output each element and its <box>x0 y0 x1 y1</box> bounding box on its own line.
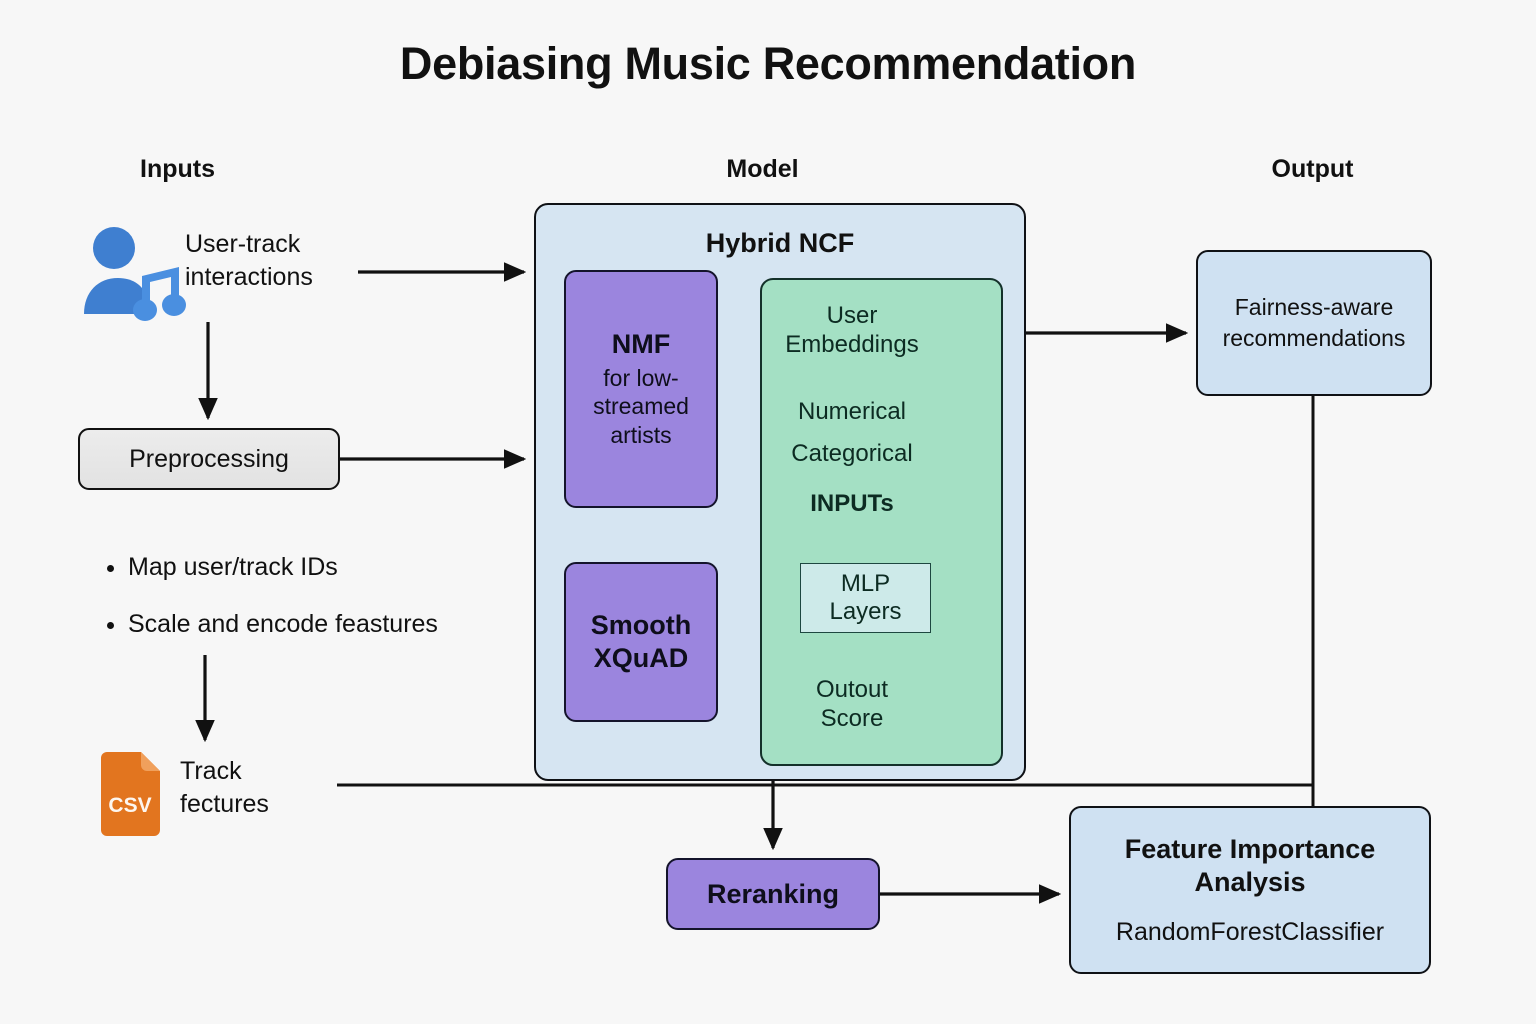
feature-importance-subtitle: RandomForestClassifier <box>1115 918 1385 947</box>
ncf-inner-panel <box>760 278 1003 766</box>
track-features-label: Track fectures <box>180 755 360 821</box>
nmf-caption-line2: streamed <box>593 393 689 420</box>
csv-file-icon: CSV <box>97 752 162 836</box>
xquad-line1: Smooth <box>590 610 692 641</box>
column-header-model: Model <box>726 155 799 183</box>
list-item: Map user/track IDs <box>128 552 540 582</box>
page-title: Debiasing Music Recommendation <box>399 38 1137 89</box>
nmf-block[interactable]: NMF for low- streamed artists <box>564 270 718 508</box>
nmf-caption-line1: for low- <box>603 365 679 392</box>
track-features-line1: Track <box>180 757 242 785</box>
feature-importance-line1: Feature Importance <box>1124 833 1376 864</box>
column-header-inputs: Inputs <box>140 155 215 183</box>
numerical-label: Numerical <box>797 398 907 425</box>
xquad-line2: XQuAD <box>593 643 689 673</box>
user-track-interactions-label: User-track interactions <box>185 228 400 294</box>
user-music-icon <box>80 222 190 322</box>
hybrid-ncf-title: Hybrid NCF <box>705 228 855 258</box>
mlp-line1: MLP <box>840 570 891 598</box>
categorical-label: Categorical <box>791 440 913 467</box>
track-features-line2: fectures <box>180 790 269 818</box>
nmf-caption-line3: artists <box>610 421 672 448</box>
feature-importance-line2: Analysis <box>1194 866 1306 897</box>
output-score-label: Outout Score <box>762 676 942 734</box>
csv-icon-text: CSV <box>108 794 151 817</box>
inputs-label: INPUTs <box>810 490 894 517</box>
mlp-layers-box: MLP Layers <box>800 563 931 633</box>
user-embeddings-label: User Embeddings <box>762 302 942 360</box>
nmf-title: NMF <box>611 329 671 360</box>
user-embeddings-line2: Embeddings <box>785 330 919 358</box>
user-track-line2: interactions <box>185 263 313 291</box>
feature-importance-analysis-box[interactable]: Feature Importance Analysis RandomForest… <box>1069 806 1431 974</box>
smooth-xquad-block[interactable]: Smooth XQuAD <box>564 562 718 722</box>
user-track-line1: User-track <box>185 230 301 258</box>
fairness-line2: recommendations <box>1222 325 1406 351</box>
user-embeddings-line1: User <box>826 302 878 329</box>
fairness-line1: Fairness-aware <box>1234 294 1394 321</box>
reranking-label: Reranking <box>706 878 840 909</box>
output-score-line1: Outout <box>815 676 889 703</box>
output-score-line2: Score <box>820 704 884 732</box>
preprocessing-box[interactable]: Preprocessing <box>78 428 340 490</box>
reranking-block[interactable]: Reranking <box>666 858 880 930</box>
preprocessing-steps-list: Map user/track IDs Scale and encode feas… <box>100 552 540 666</box>
fairness-aware-recommendations-box[interactable]: Fairness-aware recommendations <box>1196 250 1432 396</box>
mlp-line2: Layers <box>829 598 902 625</box>
list-item: Scale and encode feastures <box>128 609 540 639</box>
column-header-output: Output <box>1271 155 1354 183</box>
preprocessing-label: Preprocessing <box>129 444 289 473</box>
